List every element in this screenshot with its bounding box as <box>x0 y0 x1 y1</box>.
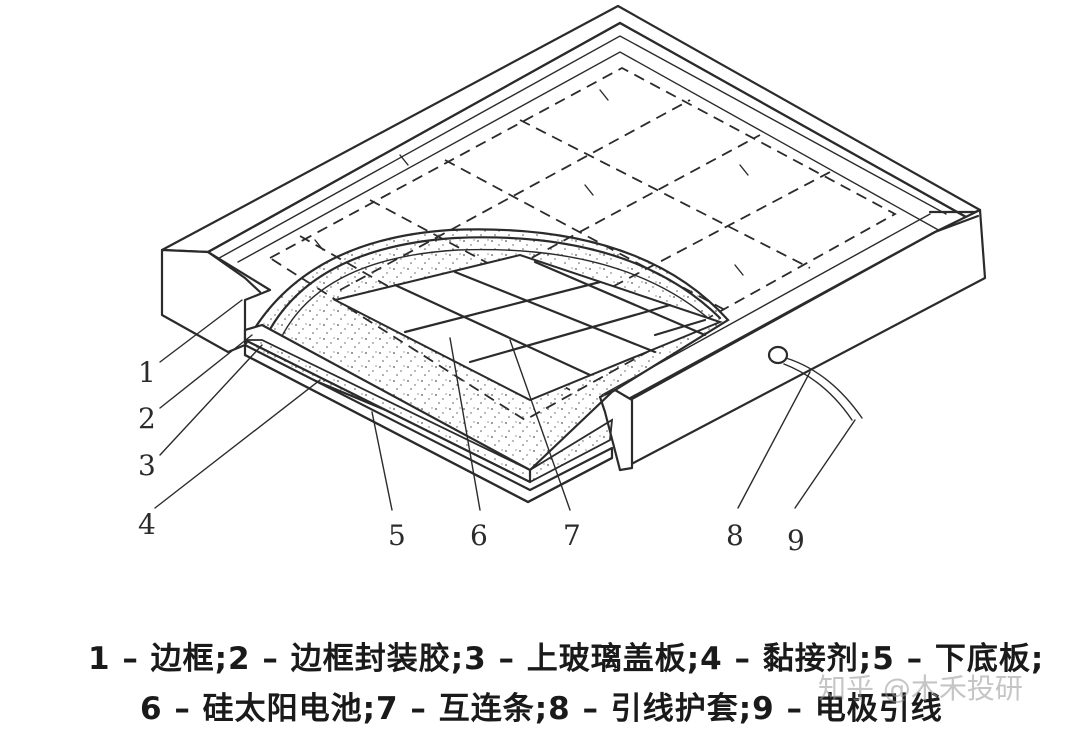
callout-7: 7 <box>563 519 581 552</box>
frame-top <box>160 4 982 254</box>
callout-3: 3 <box>138 449 156 482</box>
legend-line-1: 1 – 边框;2 – 边框封装胶;3 – 上玻璃盖板;4 – 黏接剂;5 – 下… <box>88 641 1045 677</box>
cell-grid-solid <box>332 253 723 402</box>
lead-wire-2 <box>783 363 853 421</box>
front-edge-encapsulant <box>244 339 614 484</box>
callout-1: 1 <box>138 356 156 389</box>
glass-edge-arc <box>260 236 722 347</box>
interconnect-ribbon <box>653 318 707 337</box>
frame-inner-back-right <box>618 21 977 224</box>
callout-9: 9 <box>787 524 805 557</box>
callout-2: 2 <box>138 402 156 435</box>
frame-inner-back-left <box>206 21 622 254</box>
frame-right-top-edge <box>610 214 980 410</box>
glass-edge-arc-inner <box>279 248 709 341</box>
callout-8: 8 <box>726 519 744 552</box>
front-edge-bottom <box>243 353 614 504</box>
legend-line-2: 6 – 硅太阳电池;7 – 互连条;8 – 引线护套;9 – 电极引线 <box>140 691 943 727</box>
frame-left-step <box>206 250 262 294</box>
callout-4: 4 <box>138 508 156 541</box>
lead-wire-1 <box>785 357 863 419</box>
frame-inner-edge-left <box>211 35 947 263</box>
cell-marks <box>314 89 749 276</box>
callout-6: 6 <box>470 519 488 552</box>
frame-inner-edge-left-2 <box>237 51 943 263</box>
solar-panel-drawing: 1 2 3 4 5 6 7 8 9 <box>138 4 987 557</box>
solar-panel-diagram: 1 2 3 4 5 6 7 8 9 <box>138 4 987 557</box>
watermark: 知乎 @木禾投研 <box>818 672 1023 705</box>
leader-lines <box>154 299 856 511</box>
callout-5: 5 <box>388 519 406 552</box>
lead-sheath <box>767 345 789 365</box>
